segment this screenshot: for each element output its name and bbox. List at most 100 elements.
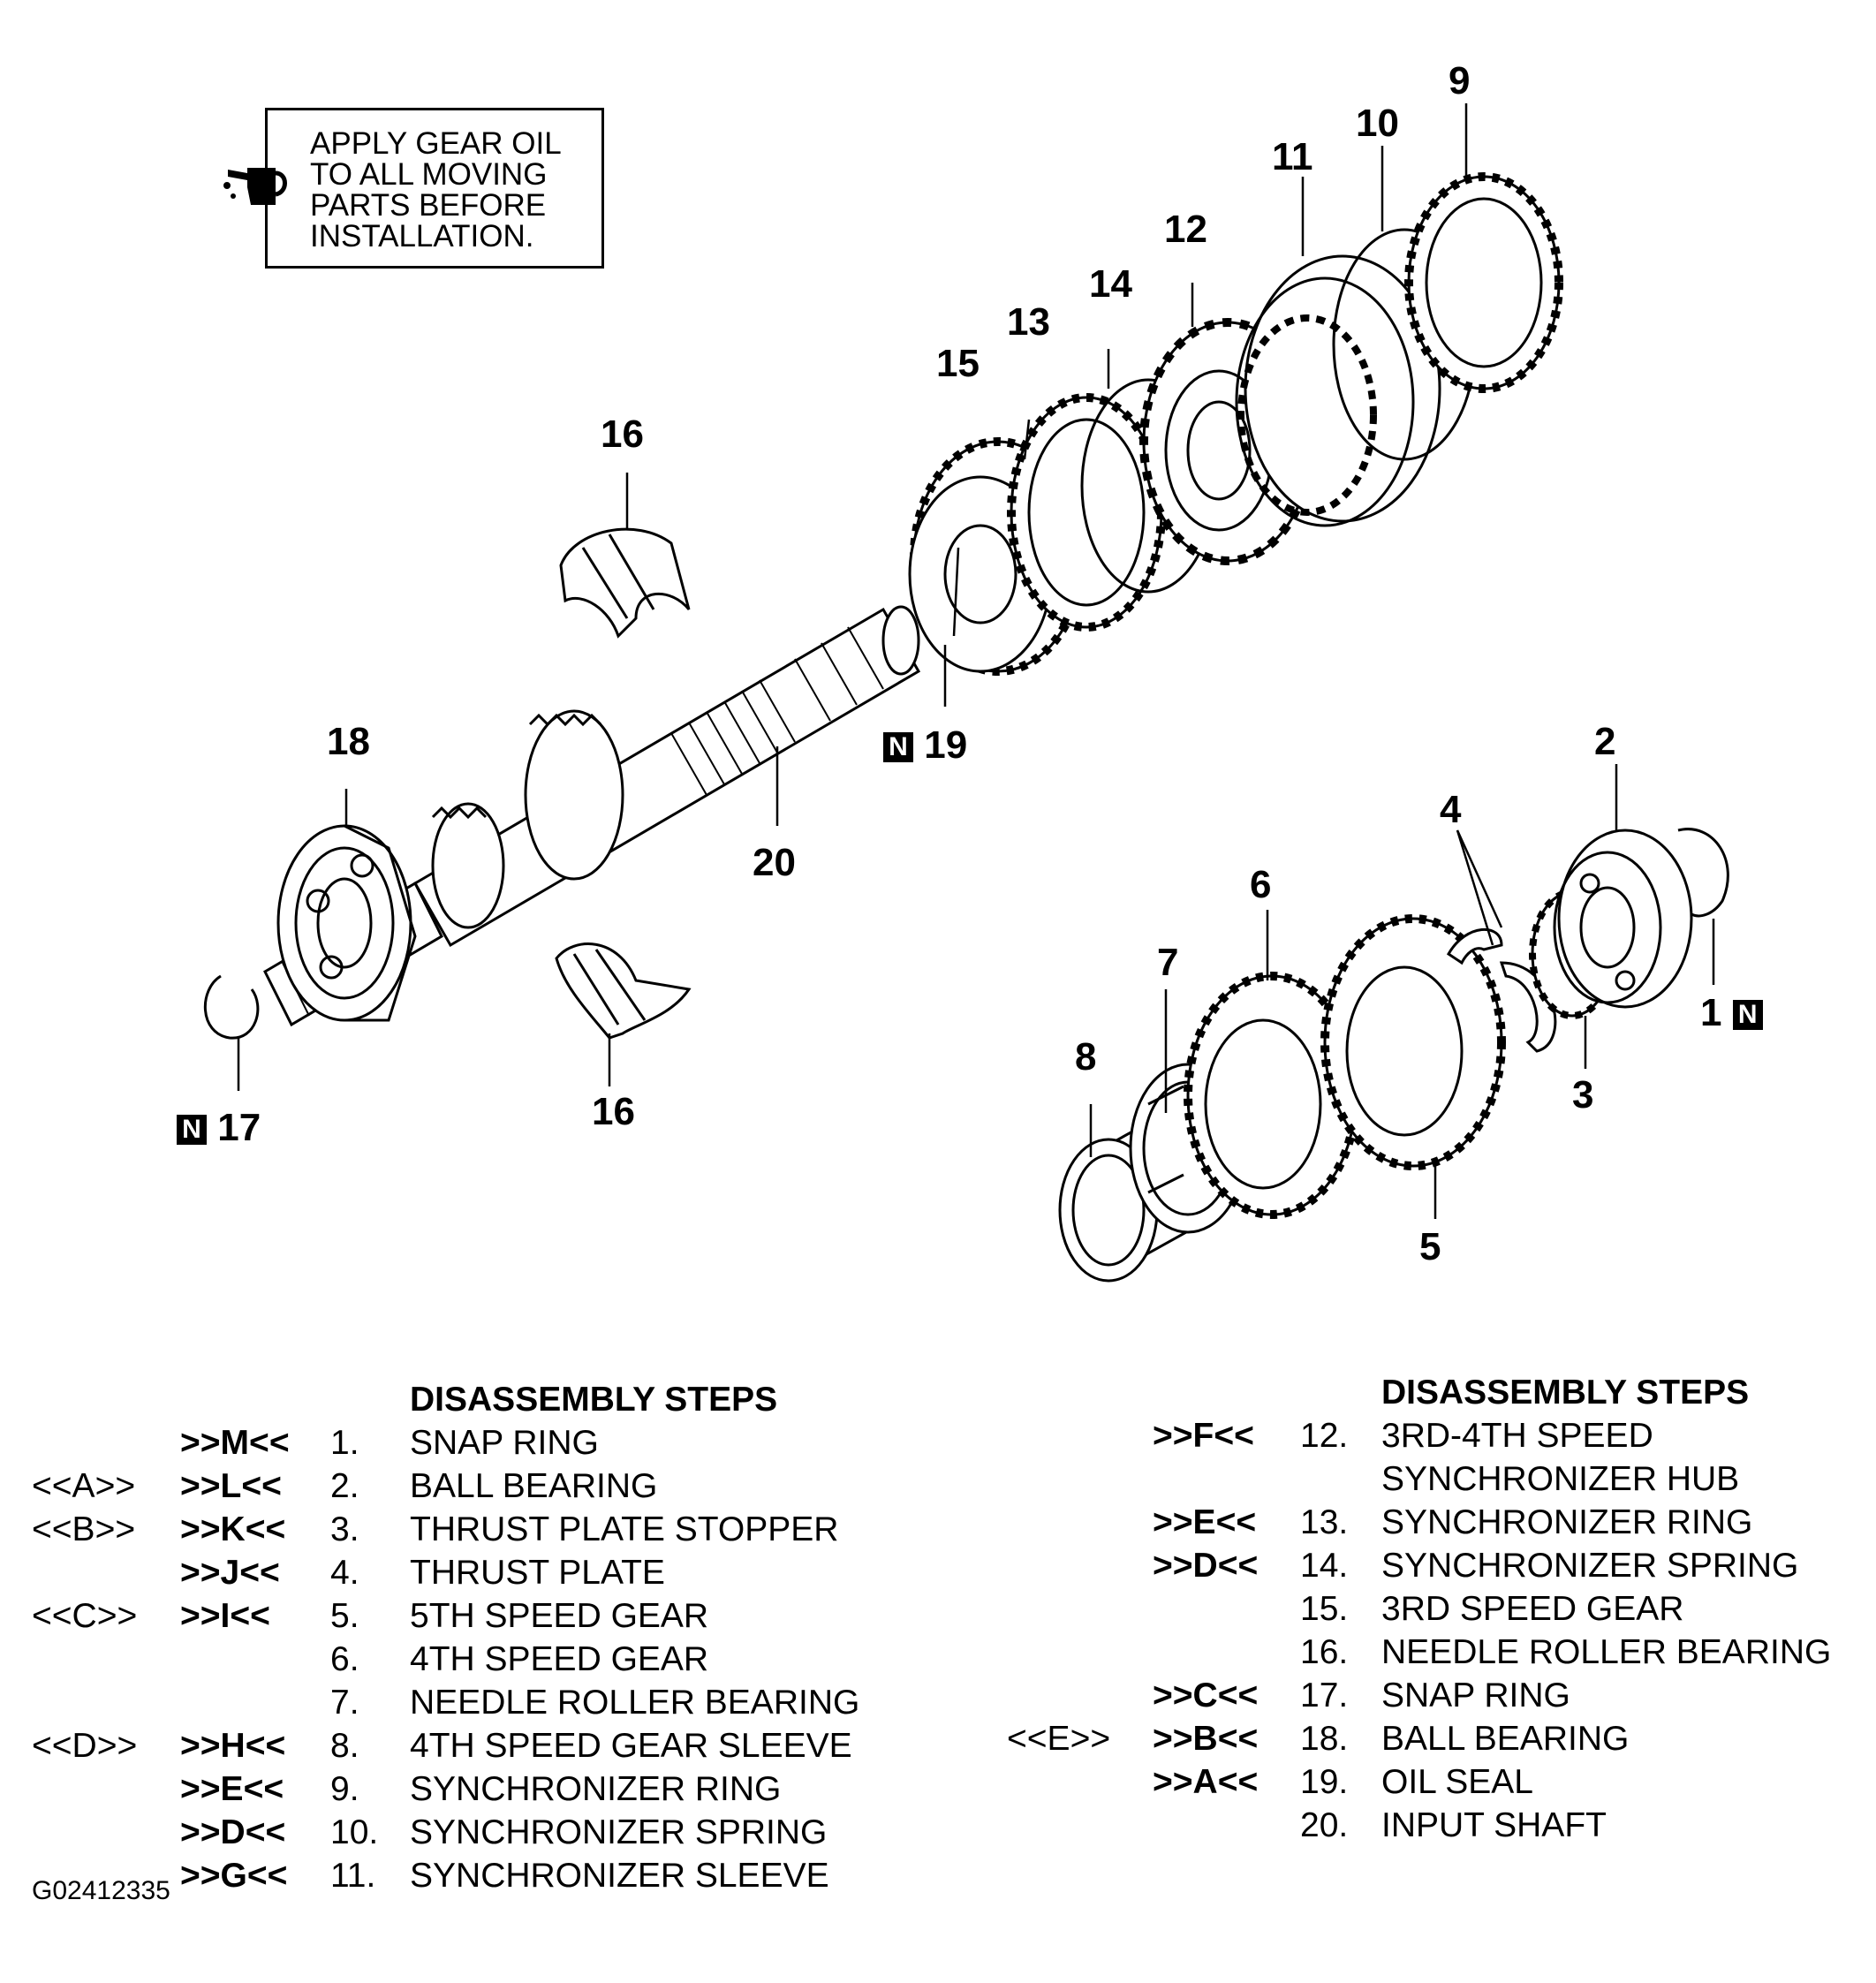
step-number: 14.: [1300, 1547, 1349, 1585]
step-number: 3.: [330, 1510, 359, 1548]
ball-bearing-2-part: [1553, 829, 1693, 1009]
synchronizer-ring-9-part: [1404, 172, 1563, 393]
step-code-b: >>K<<: [180, 1510, 286, 1548]
step-text: 3RD-4TH SPEED: [1381, 1417, 1653, 1455]
callout-16-lower: 16: [592, 1090, 635, 1133]
new-part-badge-1: N: [1732, 1000, 1763, 1031]
step-code-b: >>L<<: [180, 1467, 282, 1505]
callout-14: 14: [1089, 262, 1132, 306]
step-number: 17.: [1300, 1676, 1349, 1714]
step-text: SYNCHRONIZER RING: [1381, 1503, 1753, 1541]
callout-11: 11: [1272, 135, 1313, 178]
exploded-parts-diagram: [203, 103, 1729, 1283]
callout-6: 6: [1250, 863, 1272, 906]
thrust-plate-4-part: [1447, 927, 1503, 965]
step-number: 10.: [330, 1813, 379, 1851]
step-number: 9.: [330, 1770, 359, 1808]
step-code-b: >>B<<: [1153, 1720, 1259, 1758]
note-line-3: PARTS BEFORE: [310, 188, 547, 223]
step-number: 11.: [330, 1857, 376, 1895]
callout-9: 9: [1449, 59, 1471, 102]
step-text: OIL SEAL: [1381, 1763, 1533, 1801]
new-part-badge-19: N: [883, 732, 913, 763]
step-text: BALL BEARING: [1381, 1720, 1630, 1758]
step-text: 3RD SPEED GEAR: [1381, 1590, 1684, 1628]
needle-roller-bearing-16-upper: [559, 527, 691, 639]
step-number: 8.: [330, 1727, 359, 1765]
step-text: NEEDLE ROLLER BEARING: [1381, 1633, 1832, 1671]
step-text: INPUT SHAFT: [1381, 1806, 1607, 1844]
step-number: 4.: [330, 1554, 359, 1592]
step-text: SYNCHRONIZER HUB: [1381, 1460, 1740, 1498]
step-code-b: >>J<<: [180, 1554, 280, 1592]
step-text: NEEDLE ROLLER BEARING: [410, 1684, 860, 1722]
step-number: 1.: [330, 1424, 359, 1462]
step-number: 18.: [1300, 1720, 1349, 1758]
note-line-4: INSTALLATION.: [310, 219, 534, 254]
step-code-b: >>D<<: [1153, 1547, 1259, 1585]
callout-18: 18: [327, 720, 370, 763]
snap-ring-17-part: [203, 974, 260, 1040]
step-text: 4TH SPEED GEAR: [410, 1640, 709, 1678]
step-code-b: >>E<<: [180, 1770, 284, 1808]
step-text: SNAP RING: [1381, 1676, 1570, 1714]
step-number: 16.: [1300, 1633, 1349, 1671]
disassembly-steps-left: DISASSEMBLY STEPS >>M<< 1. SNAP RING <<A…: [32, 1378, 915, 1895]
step-text: SYNCHRONIZER RING: [410, 1770, 782, 1808]
callout-12: 12: [1164, 208, 1207, 251]
step-number: 20.: [1300, 1806, 1349, 1844]
step-text: SYNCHRONIZER SPRING: [410, 1813, 828, 1851]
callout-5: 5: [1419, 1225, 1441, 1268]
callout-17-number: 17: [217, 1106, 261, 1149]
note-line-2: TO ALL MOVING: [310, 157, 548, 192]
step-number: 5.: [330, 1597, 359, 1635]
callout-2: 2: [1594, 720, 1616, 763]
step-code-a: <<A>>: [32, 1467, 136, 1505]
callout-19: N 19: [883, 726, 967, 765]
step-number: 19.: [1300, 1763, 1349, 1801]
apply-gear-oil-note: APPLY GEAR OIL TO ALL MOVING PARTS BEFOR…: [265, 108, 604, 269]
step-code-b: >>D<<: [180, 1813, 286, 1851]
step-text: 5TH SPEED GEAR: [410, 1597, 709, 1635]
step-code-b: >>C<<: [1153, 1676, 1259, 1714]
ball-bearing-18-part: [276, 824, 417, 1022]
snap-ring-1-part: [1677, 828, 1729, 918]
callout-13: 13: [1007, 300, 1050, 344]
callout-7: 7: [1157, 941, 1179, 984]
step-code-a: <<D>>: [32, 1727, 138, 1765]
oil-can-icon: [223, 168, 287, 205]
step-code-b: >>H<<: [180, 1727, 286, 1765]
disassembly-steps-right: DISASSEMBLY STEPS >>F<< 12. 3RD-4TH SPEE…: [1007, 1371, 1876, 1844]
figure-id: G02412335: [32, 1876, 170, 1905]
step-text: THRUST PLATE: [410, 1554, 665, 1592]
needle-roller-bearing-16-lower: [555, 942, 692, 1040]
fifth-speed-gear-5-part: [1320, 914, 1506, 1170]
step-number: 2.: [330, 1467, 359, 1505]
synchronizer-sleeve-11-part: [1235, 254, 1441, 527]
note-line-1: APPLY GEAR OIL: [310, 126, 562, 161]
step-number: 12.: [1300, 1417, 1349, 1455]
step-text: SNAP RING: [410, 1424, 599, 1462]
step-code-b: >>F<<: [1153, 1417, 1254, 1455]
step-code-a: <<C>>: [32, 1597, 138, 1635]
step-text: 4TH SPEED GEAR SLEEVE: [410, 1727, 852, 1765]
step-number: 6.: [330, 1640, 359, 1678]
step-number: 15.: [1300, 1590, 1349, 1628]
step-code-b: >>A<<: [1153, 1763, 1259, 1801]
step-text: BALL BEARING: [410, 1467, 658, 1505]
callout-15: 15: [936, 342, 980, 385]
step-number: 7.: [330, 1684, 359, 1722]
step-text: THRUST PLATE STOPPER: [410, 1510, 839, 1548]
callout-16-upper: 16: [601, 412, 644, 456]
steps-right-title: DISASSEMBLY STEPS: [1381, 1374, 1750, 1412]
callout-1: 1 N: [1700, 994, 1763, 1033]
callout-20: 20: [753, 841, 796, 884]
callout-4: 4: [1440, 788, 1462, 831]
synchronizer-ring-13-part: [1007, 393, 1166, 632]
step-text: SYNCHRONIZER SLEEVE: [410, 1857, 829, 1895]
step-code-b: >>I<<: [180, 1597, 270, 1635]
callout-17: N 17: [177, 1109, 261, 1147]
step-code-b: >>G<<: [180, 1857, 288, 1895]
callout-10: 10: [1356, 102, 1399, 145]
steps-left-title: DISASSEMBLY STEPS: [410, 1381, 778, 1419]
